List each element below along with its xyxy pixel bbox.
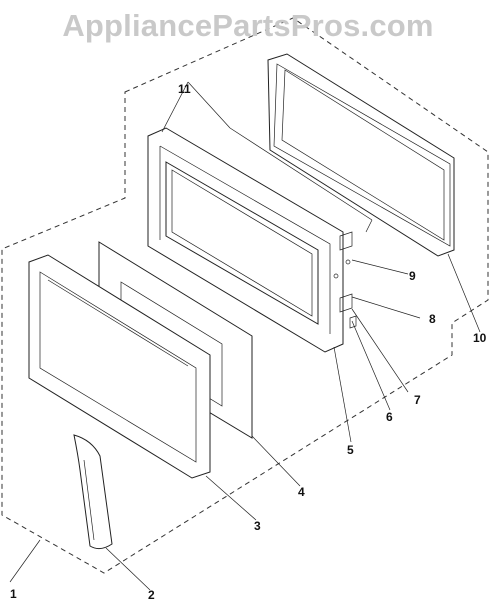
callout-9: 9 — [409, 269, 416, 283]
callout-1: 1 — [10, 587, 17, 600]
callout-4: 4 — [298, 485, 305, 499]
callout-11: 11 — [178, 82, 191, 96]
watermark: AppliancePartsPros.com — [62, 8, 434, 43]
leader-lines — [9, 81, 481, 591]
part-5-inner-door-panel — [147, 127, 344, 353]
callout-8: 8 — [429, 312, 436, 326]
callout-3: 3 — [254, 519, 261, 533]
callout-6: 6 — [386, 410, 393, 424]
part-3-outer-door-frame — [28, 254, 211, 479]
part-2-door-handle — [73, 434, 113, 550]
callout-7: 7 — [414, 393, 421, 407]
assembly-boundary — [1, 17, 489, 574]
part-10-rear-frame — [267, 53, 455, 257]
callout-2: 2 — [148, 588, 155, 600]
callout-5: 5 — [347, 443, 354, 457]
parts-hardware-group — [333, 231, 357, 329]
callout-10: 10 — [473, 331, 487, 345]
